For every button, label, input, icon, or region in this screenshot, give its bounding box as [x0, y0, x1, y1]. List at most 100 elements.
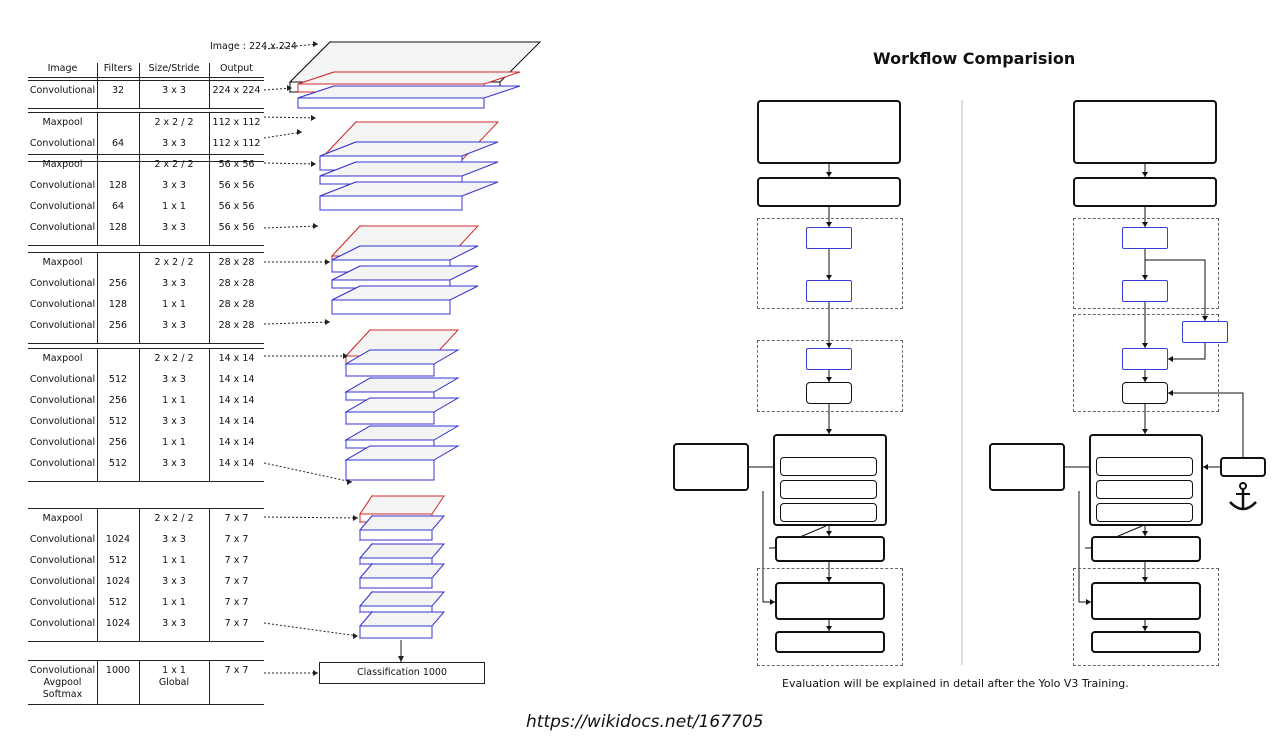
table-col-rule: [139, 63, 140, 77]
table-cell: 128: [108, 222, 128, 233]
arrowhead: [1142, 222, 1148, 227]
pointer-arrow: [263, 225, 319, 229]
table-cell: 3 x 3: [162, 138, 186, 149]
table-cell: Convolutional: [29, 138, 96, 149]
table-rule: [28, 154, 264, 155]
table-cell: 3 x 3: [162, 374, 186, 385]
table-col-rule: [97, 112, 98, 161]
table-cell: 1 x 1: [162, 299, 186, 310]
pred-box: [806, 382, 852, 404]
generate-datasets-box: [757, 100, 901, 164]
arrowhead: [1086, 599, 1091, 605]
pred-box: [1122, 382, 1168, 404]
conv-layer: [344, 425, 460, 449]
conv-layer: [344, 349, 460, 377]
table-cell: 1 x 1: [162, 597, 186, 608]
pointer-arrow: [263, 131, 303, 139]
update-gradients-box: [1091, 536, 1201, 562]
table-col-rule: [97, 154, 98, 245]
table-cell: 2 x 2 / 2: [154, 117, 194, 128]
generate-datasets-box: [1073, 100, 1217, 164]
table-cell: 256: [108, 278, 128, 289]
table-cell: Convolutional: [29, 576, 96, 587]
arrowhead: [826, 377, 832, 382]
flow-connector: [769, 525, 827, 549]
table-cell: Convolutional: [29, 320, 96, 331]
table-cell: 112 x 112: [212, 117, 261, 128]
table-cell: 2 x 2 / 2: [154, 353, 194, 364]
table-cell: 7 x 7: [224, 534, 249, 545]
table-cell: Convolutional: [29, 299, 96, 310]
arrowhead: [826, 626, 832, 631]
map-box: [775, 631, 885, 653]
table-cell: Convolutional: [29, 555, 96, 566]
table-cell: 64: [111, 138, 125, 149]
conv-layer: [358, 590, 446, 614]
table-cell: 7 x 7: [224, 665, 249, 676]
table-cell: 256: [108, 395, 128, 406]
pointer-arrow: [263, 162, 317, 165]
table-rule: [28, 112, 264, 113]
table-cell: 56 x 56: [218, 180, 255, 191]
table-cell: 14 x 14: [218, 437, 255, 448]
arrowhead: [1202, 316, 1208, 321]
table-col-rule: [139, 660, 140, 704]
table-col-rule: [139, 348, 140, 481]
backbone-block-top: [1122, 227, 1168, 249]
backbone-block-top: [806, 227, 852, 249]
table-cell: 32: [111, 85, 125, 96]
table-rule: [28, 161, 264, 162]
pointer-arrow: [263, 87, 293, 91]
arrowhead: [770, 599, 775, 605]
table-col-rule: [97, 252, 98, 343]
arrowhead: [826, 429, 832, 434]
table-cell: 1 x 1: [162, 201, 186, 212]
arrowhead: [311, 115, 316, 121]
table-cell: Convolutional: [29, 458, 96, 469]
table-cell: 64: [111, 201, 125, 212]
table-cell: 1024: [105, 576, 131, 587]
table-cell: 128: [108, 299, 128, 310]
table-col-rule: [209, 63, 210, 77]
evaluation-region: [1073, 568, 1219, 666]
table-cell: 28 x 28: [218, 278, 255, 289]
backbone-block-bottom: [806, 280, 852, 302]
arrowhead: [1142, 626, 1148, 631]
flow-connector: [1168, 343, 1206, 360]
table-col-rule: [97, 63, 98, 77]
conv-layer: [358, 610, 446, 640]
arrowhead: [1142, 429, 1148, 434]
loss-item: [1096, 480, 1193, 499]
iou-box: [989, 443, 1065, 491]
table-col-rule: [209, 252, 210, 343]
loss-item: [780, 503, 877, 522]
conv-layer: [344, 445, 460, 481]
table-cell: Convolutional: [29, 416, 96, 427]
loss-item: [1096, 457, 1193, 476]
loss-item: [780, 480, 877, 499]
table-cell: Maxpool: [42, 353, 83, 364]
table-cell: 1024: [105, 534, 131, 545]
table-cell: Convolutional: [29, 534, 96, 545]
table-cell: 56 x 56: [218, 201, 255, 212]
source-url[interactable]: https://wikidocs.net/167705: [526, 712, 764, 732]
workflow-title: Workflow Comparision: [873, 49, 1076, 68]
arrowhead: [347, 479, 352, 485]
conv-layer: [319, 181, 499, 211]
arrowhead: [1142, 172, 1148, 177]
neck-region: [757, 340, 903, 412]
arrowhead: [313, 41, 318, 47]
table-cell: 7 x 7: [224, 618, 249, 629]
flow-connector: [1168, 392, 1244, 457]
table-cell: 14 x 14: [218, 374, 255, 385]
table-cell: 7 x 7: [224, 513, 249, 524]
flow-connector: [1085, 525, 1143, 549]
table-cell: 2 x 2 / 2: [154, 257, 194, 268]
table-cell: 14 x 14: [218, 395, 255, 406]
loss-item: [1096, 503, 1193, 522]
table-cell: Convolutional: [29, 180, 96, 191]
table-cell: Convolutional: [29, 222, 96, 233]
table-col-rule: [139, 508, 140, 641]
data-augmentation-box: [1073, 177, 1217, 207]
arrowhead: [353, 515, 358, 521]
